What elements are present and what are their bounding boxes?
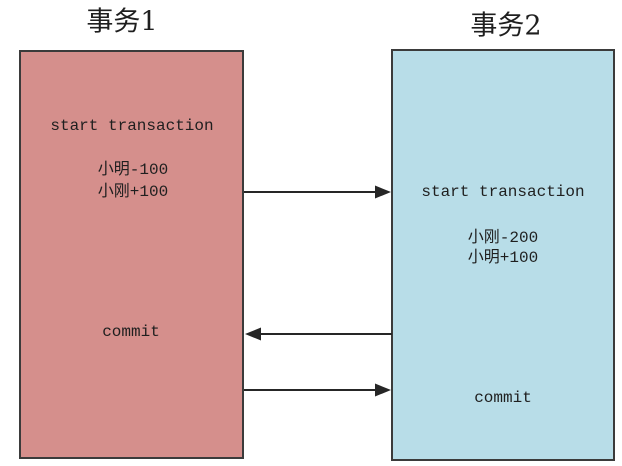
transaction2-op1-label: 小刚-200 [468,228,538,247]
transaction1-title: 事务1 [86,7,157,38]
arrowhead-right-icon [375,185,391,199]
transaction1-box [19,50,244,459]
transaction1-op2-label: 小刚+100 [98,182,168,201]
arrowhead-right-icon [375,383,391,397]
transaction2-box [391,49,615,461]
transaction2-title: 事务2 [470,11,541,42]
transaction2-op2-label: 小明+100 [468,248,538,267]
transaction1-commit-label: commit [102,323,160,341]
transaction1-start-label: start transaction [50,117,213,135]
arrow-transaction1-to-transaction2-start [244,185,391,199]
transaction2-commit-label: commit [474,389,532,407]
arrowhead-left-icon [245,327,261,341]
transaction2-start-label: start transaction [421,183,584,201]
arrow-transaction1-commit-to-transaction2 [244,383,391,397]
transaction1-op1-label: 小明-100 [98,160,168,179]
arrow-transaction2-to-transaction1-commit [245,327,392,341]
